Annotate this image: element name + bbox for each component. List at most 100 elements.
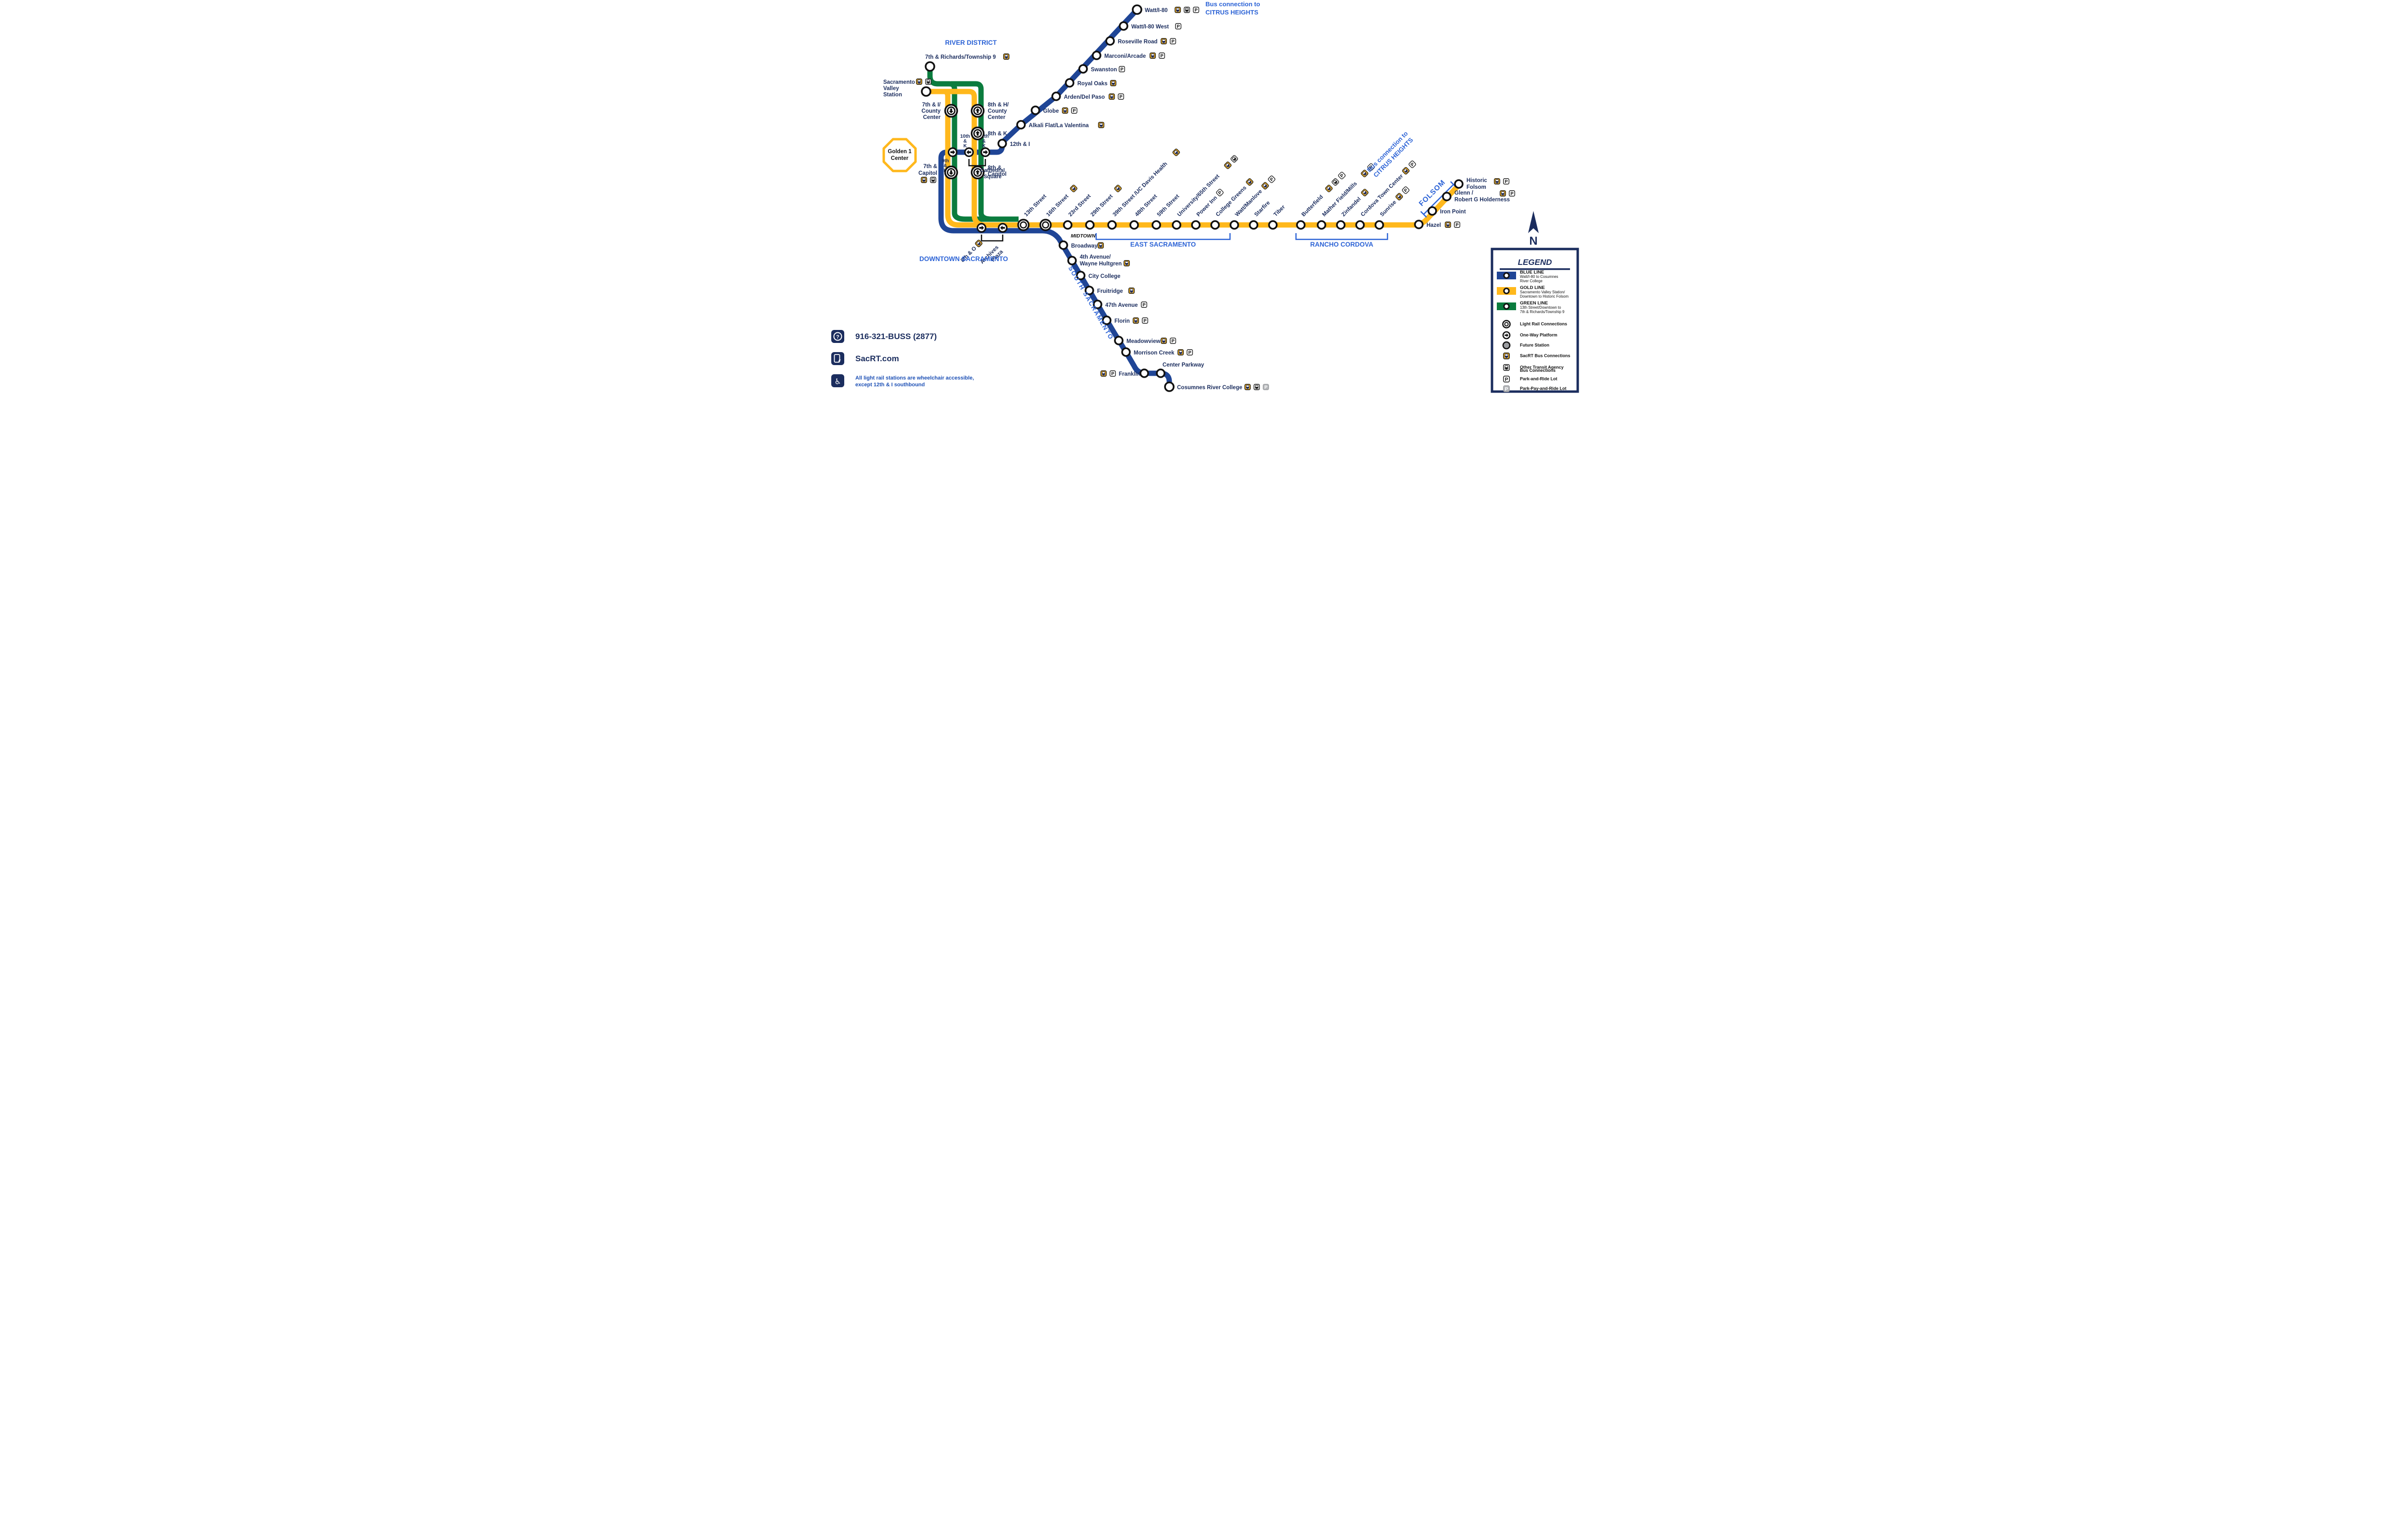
station-morrison-creek: Morrison Creek (1121, 347, 1193, 357)
svg-text:Bus Connections: Bus Connections (1520, 368, 1556, 373)
svg-text:916-321-BUSS (2877): 916-321-BUSS (2877) (855, 332, 937, 341)
svg-text:13th Street/Downtown to: 13th Street/Downtown to (1520, 305, 1561, 310)
svg-text:Meadowview: Meadowview (1126, 339, 1160, 344)
svg-text:8th &Capitol: 8th &Capitol (988, 165, 1007, 177)
footer-info: ? 916-321-BUSS (2877) SacRT.com ♿ All light … (831, 330, 974, 388)
access-icon (831, 374, 844, 387)
station-meadowview: Meadowview (1114, 336, 1176, 345)
rancho-cordova-bracket (1295, 233, 1388, 240)
svg-text:Arden/Del Paso: Arden/Del Paso (1064, 94, 1105, 100)
station-franklin: Franklin (1100, 368, 1149, 378)
station-glenn: Glenn /Robert G Holderness (1442, 190, 1515, 203)
svg-text:Light Rail Connections: Light Rail Connections (1520, 321, 1567, 326)
svg-text:Watt/I-80 to Cosumnes: Watt/I-80 to Cosumnes (1520, 275, 1558, 279)
svg-text:N: N (1529, 235, 1537, 248)
station-swanston: Swanston (1078, 64, 1125, 74)
footer-row-web[interactable]: SacRT.com (831, 352, 899, 365)
svg-text:23rd Street: 23rd Street (1068, 193, 1092, 218)
legend-entry-bus-gold: SacRT Bus Connections (1503, 353, 1570, 359)
svg-text:DOWNTOWN SACRAMENTO: DOWNTOWN SACRAMENTO (919, 255, 1008, 263)
svg-text:7th &Capitol: 7th &Capitol (918, 164, 937, 176)
svg-text:BLUE LINE: BLUE LINE (1520, 270, 1544, 275)
svg-text:12th & I: 12th & I (1010, 142, 1030, 147)
svg-text:Other Transit Agency: Other Transit Agency (1520, 365, 1564, 369)
legend-title: LEGEND (1518, 258, 1552, 267)
svg-text:City College: City College (1088, 274, 1120, 279)
svg-text:Downtown to Historic Folsom: Downtown to Historic Folsom (1520, 294, 1569, 299)
svg-text:Alkali Flat/La Valentina: Alkali Flat/La Valentina (1029, 123, 1089, 129)
svg-text:Globe: Globe (1043, 108, 1059, 114)
east-sacramento-bracket (1095, 233, 1231, 240)
label-north-n: N (1529, 235, 1537, 248)
svg-text:Watt/I-80 West: Watt/I-80 West (1131, 24, 1169, 30)
station-7th-capitol: 7th &Capitol (918, 164, 958, 183)
label-river-district: RIVER DISTRICT (945, 39, 997, 46)
svg-text:MIDTOWN: MIDTOWN (1071, 233, 1096, 239)
svg-text:?: ? (836, 334, 839, 340)
svg-text:Park-Pay-and-Ride Lot: Park-Pay-and-Ride Lot (1520, 386, 1567, 391)
svg-text:Fruitridge: Fruitridge (1097, 289, 1123, 294)
legend-entry-p-gray: Park-Pay-and-Ride Lot (1503, 385, 1567, 392)
label-downtown-sacramento: DOWNTOWN SACRAMENTO (919, 255, 1008, 263)
help-icon (831, 330, 844, 343)
svg-text:except 12th & I southbound: except 12th & I southbound (855, 382, 925, 388)
svg-text:All light rail stations are wh: All light rail stations are wheelchair a… (855, 375, 974, 381)
svg-text:SacRT Bus Connections: SacRT Bus Connections (1520, 353, 1570, 358)
station-fruitridge: Fruitridge (1085, 286, 1135, 295)
svg-text:Morrison Creek: Morrison Creek (1134, 350, 1175, 356)
svg-text:Glenn /Robert G Holderness: Glenn /Robert G Holderness (1454, 190, 1510, 203)
station-iron-point: Iron Point (1427, 206, 1466, 216)
legend-entry-p: Park-and-Ride Lot (1503, 376, 1557, 382)
station-cosumnes-river-college: Cosumnes River College (1164, 381, 1269, 392)
svg-text:♿: ♿ (834, 378, 841, 386)
station-12th-i: 12th & I (997, 139, 1030, 148)
svg-text:Zinfandel: Zinfandel (1341, 196, 1362, 218)
svg-text:16th Street: 16th Street (1046, 193, 1070, 218)
svg-text:Sunrise: Sunrise (1379, 199, 1398, 218)
legend-entry-oneway: One-Way Platform (1502, 331, 1557, 340)
svg-text:7th & Richards/Township 9: 7th & Richards/Township 9 (925, 54, 996, 60)
station-arden-del-paso: Arden/Del Paso (1051, 92, 1124, 101)
svg-text:Butterfield: Butterfield (1301, 194, 1324, 218)
svg-text:GOLD LINE: GOLD LINE (1520, 285, 1545, 290)
svg-text:Broadway: Broadway (1071, 243, 1098, 249)
svg-text:EAST SACRAMENTO: EAST SACRAMENTO (1130, 241, 1196, 248)
station-hazel: Hazel (1414, 220, 1460, 229)
svg-text:Tiber: Tiber (1273, 204, 1287, 218)
station-10th-k: 10th&K (960, 134, 974, 158)
svg-text:Starfire: Starfire (1254, 200, 1271, 218)
svg-text:Sacramento Valley Station/: Sacramento Valley Station/ (1520, 290, 1565, 294)
web-icon (831, 352, 844, 365)
station-mather-field-mills: Mather Field/Mills (1317, 162, 1376, 230)
station-globe: Globe (1031, 105, 1077, 115)
svg-text:13th Street: 13th Street (1023, 193, 1048, 218)
station-watt-i80: Watt/I-80 (1132, 4, 1199, 15)
svg-text:GREEN LINE: GREEN LINE (1520, 301, 1548, 306)
station-marconi-arcade: Marconi/Arcade (1092, 51, 1165, 60)
svg-text:Florin: Florin (1114, 318, 1130, 324)
svg-text:Center Parkway: Center Parkway (1163, 362, 1204, 368)
svg-text:Cosumnes River College: Cosumnes River College (1177, 385, 1242, 391)
svg-text:Park-and-Ride Lot: Park-and-Ride Lot (1520, 376, 1557, 381)
svg-text:Royal Oaks: Royal Oaks (1077, 81, 1108, 87)
station-township-9: 7th & Richards/Township 9 (925, 53, 1009, 72)
svg-text:Swanston: Swanston (1091, 67, 1117, 73)
station-roseville-road: Roseville Road (1105, 36, 1176, 46)
svg-text:Bus connection toCITRUS HEIGHT: Bus connection toCITRUS HEIGHTS (1205, 0, 1260, 16)
svg-text:47th Avenue: 47th Avenue (1105, 302, 1138, 308)
